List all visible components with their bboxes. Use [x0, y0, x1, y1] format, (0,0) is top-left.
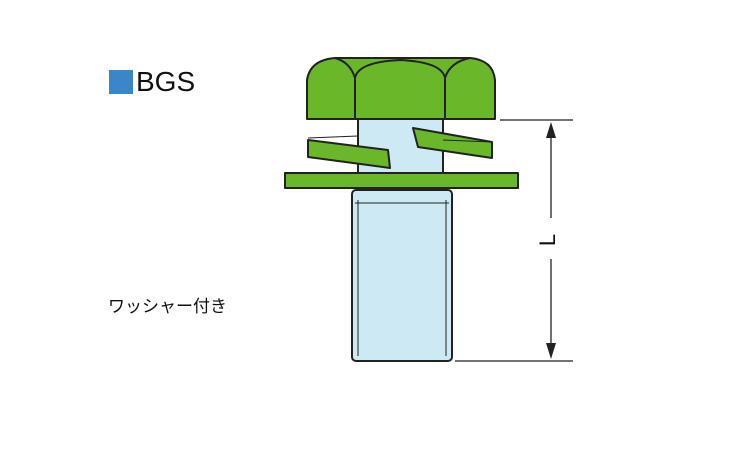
- spring-washer-right: [412, 127, 493, 159]
- spring-washer-left: [307, 139, 391, 169]
- length-dimension: [455, 119, 573, 362]
- arrow-down-icon: [546, 343, 556, 359]
- flat-washer: [284, 172, 519, 189]
- threaded-shank: [351, 189, 453, 362]
- arrow-up-icon: [546, 122, 556, 138]
- title-marker: [109, 70, 133, 94]
- dimension-label: L: [535, 234, 560, 246]
- caption-with-washer: ワッシャー付き: [108, 297, 227, 317]
- title-text: BGS: [136, 66, 196, 97]
- hex-head: [306, 57, 496, 120]
- product-title: BGS: [109, 68, 195, 96]
